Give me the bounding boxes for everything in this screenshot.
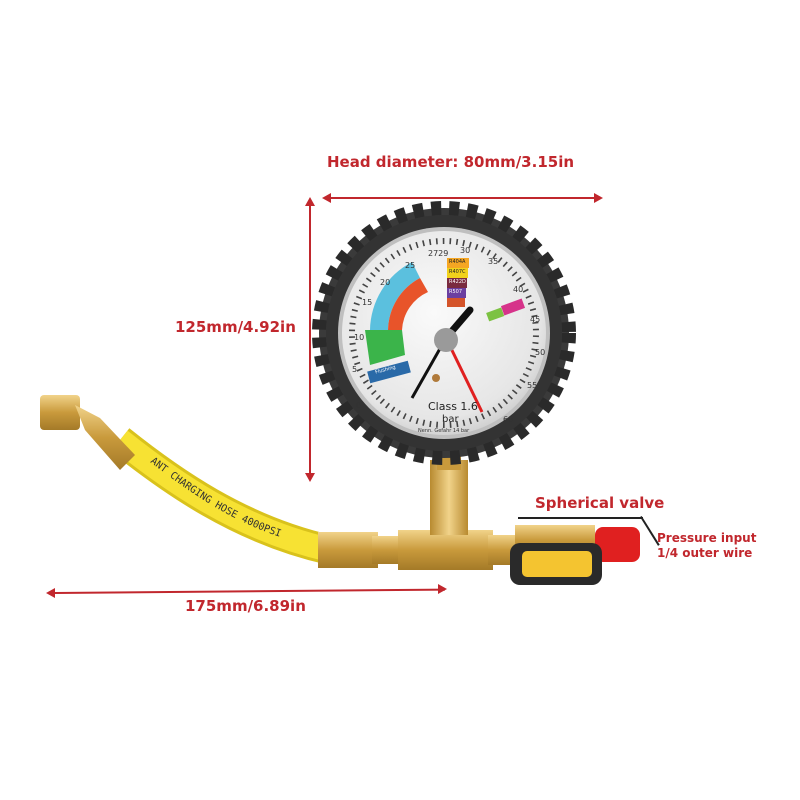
- spherical-valve-label: Spherical valve: [535, 494, 665, 512]
- band-label-r422d: R422D: [449, 279, 466, 285]
- gauge-fine-print: Nenn. Gefahr 14 bar: [418, 428, 470, 434]
- svg-text:5: 5: [352, 365, 357, 374]
- svg-text:20: 20: [380, 278, 390, 287]
- arrow-down-icon: [305, 473, 315, 482]
- svg-text:35: 35: [488, 257, 498, 266]
- head-diameter-label: Head diameter: 80mm/3.15in: [327, 153, 575, 171]
- head-diameter-line: [330, 197, 595, 199]
- svg-text:0: 0: [356, 401, 361, 410]
- length-label: 175mm/6.89in: [185, 597, 306, 615]
- arrow-left-icon: [46, 588, 55, 598]
- valve-pointer-line: [518, 517, 643, 519]
- svg-text:55: 55: [527, 381, 537, 390]
- svg-text:50: 50: [535, 348, 545, 357]
- arrow-right-icon: [438, 584, 447, 594]
- arrow-right-icon: [594, 193, 603, 203]
- gauge-unit-label: bar: [442, 414, 459, 425]
- arrow-left-icon: [322, 193, 331, 203]
- band-label-r407c: R407C: [449, 269, 466, 275]
- band-label-r507: R507: [449, 289, 463, 295]
- svg-text:10: 10: [354, 333, 364, 342]
- pressure-input-label: Pressure input: [657, 531, 757, 545]
- svg-text:40: 40: [513, 285, 523, 294]
- arrow-up-icon: [305, 197, 315, 206]
- height-label: 125mm/4.92in: [175, 318, 296, 336]
- svg-text:2729: 2729: [428, 249, 448, 258]
- svg-text:60: 60: [503, 415, 513, 424]
- band-label-r404a: R404A: [449, 259, 466, 265]
- outer-wire-label: 1/4 outer wire: [657, 546, 753, 560]
- svg-text:25: 25: [405, 261, 415, 270]
- gauge-class-label: Class 1.6: [428, 400, 478, 413]
- svg-text:15: 15: [362, 298, 372, 307]
- height-line: [309, 205, 311, 473]
- svg-text:30: 30: [460, 246, 470, 255]
- svg-text:45: 45: [530, 315, 540, 324]
